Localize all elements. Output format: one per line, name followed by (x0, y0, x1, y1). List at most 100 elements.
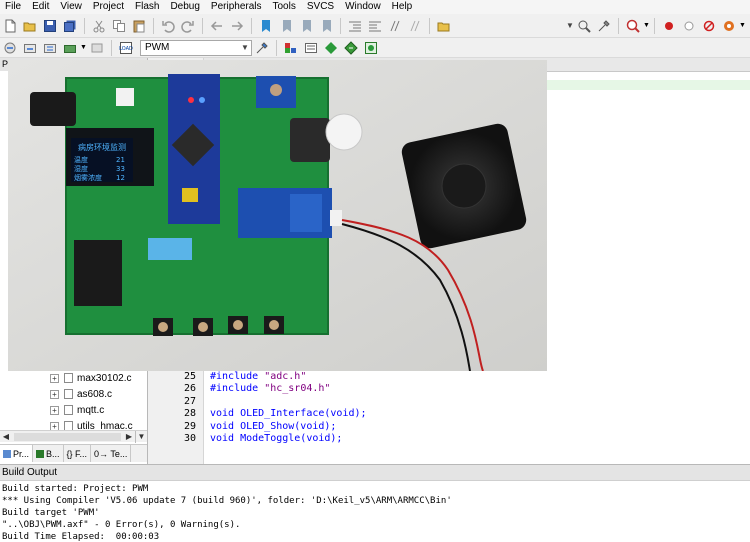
build-icon[interactable] (22, 40, 38, 56)
stop-build-icon[interactable] (89, 40, 105, 56)
build-output-title: Build Output (0, 465, 750, 481)
tab-templates[interactable]: 0→ Te... (91, 445, 132, 462)
chevron-down-icon[interactable]: ▼ (135, 430, 147, 443)
oled-row-label: 湿度 (74, 164, 88, 173)
menu-bar: File Edit View Project Flash Debug Perip… (0, 0, 750, 14)
menu-tools[interactable]: Tools (272, 1, 296, 12)
include-directive: #include (210, 383, 259, 395)
menu-peripherals[interactable]: Peripherals (210, 1, 262, 12)
toolbar-separator (340, 17, 341, 34)
find-combo-dropdown[interactable]: ▼ (562, 18, 574, 34)
translate-icon[interactable] (2, 40, 18, 56)
expand-icon[interactable]: + (50, 373, 59, 383)
oled-title: 病房环境监测 (78, 142, 126, 152)
tab-books[interactable]: B... (33, 445, 64, 462)
oled-row-value: 33 (116, 165, 125, 173)
menu-flash[interactable]: Flash (134, 1, 160, 12)
disable-breakpoint-icon[interactable] (681, 18, 697, 34)
project-tree: + max30102.c + as608.c + mqtt.c + utils_… (0, 370, 147, 434)
save-all-icon[interactable] (62, 18, 78, 34)
uncomment-icon[interactable] (407, 18, 423, 34)
chevron-down-icon[interactable]: ▼ (80, 44, 87, 51)
expand-icon[interactable]: + (50, 405, 59, 415)
undo-icon[interactable] (160, 18, 176, 34)
prev-bookmark-icon[interactable] (278, 18, 294, 34)
open-folder-icon[interactable] (22, 18, 38, 34)
menu-svcs[interactable]: SVCS (306, 1, 335, 12)
scrollbar-thumb[interactable] (14, 432, 121, 441)
nav-forward-icon[interactable] (229, 18, 245, 34)
target-select[interactable]: PWM ▼ (139, 39, 252, 56)
save-icon[interactable] (42, 18, 58, 34)
new-file-icon[interactable] (2, 18, 18, 34)
next-bookmark-icon[interactable] (298, 18, 314, 34)
debug-zoom-icon[interactable] (625, 18, 641, 34)
rebuild-icon[interactable] (42, 40, 58, 56)
nav-back-icon[interactable] (209, 18, 225, 34)
copy-icon[interactable] (111, 18, 127, 34)
comment-icon[interactable] (387, 18, 403, 34)
batch-build-icon[interactable] (62, 40, 78, 56)
oled-row-value: 12 (116, 174, 125, 182)
manage-project-items-icon[interactable] (283, 40, 299, 56)
indent-icon[interactable] (347, 18, 363, 34)
toolbar-separator (251, 17, 252, 34)
pack-installer-icon[interactable] (323, 40, 339, 56)
configure-icon[interactable] (721, 18, 737, 34)
menu-view[interactable]: View (60, 1, 82, 12)
code-text: void OLED_Show(void); (210, 420, 337, 432)
menu-debug[interactable]: Debug (170, 1, 200, 12)
scroll-right-icon[interactable]: ▶ (125, 431, 133, 441)
menu-file[interactable]: File (5, 1, 22, 12)
menu-project[interactable]: Project (92, 1, 124, 12)
project-icon (3, 449, 11, 458)
code-text: void OLED_Interface(void); (210, 408, 367, 420)
redo-icon[interactable] (180, 18, 196, 34)
menu-help[interactable]: Help (391, 1, 413, 12)
toolbar-separator (429, 17, 430, 34)
menu-edit[interactable]: Edit (32, 1, 50, 12)
line-number: 28 (183, 408, 196, 420)
incremental-find-icon[interactable] (596, 18, 612, 34)
tab-project[interactable]: Pr... (0, 445, 34, 462)
scroll-left-icon[interactable]: ◀ (2, 431, 10, 441)
oled-row-label: 温度 (74, 155, 88, 164)
chevron-down-icon[interactable]: ▼ (643, 22, 650, 29)
dht11-sensor (148, 238, 192, 260)
find-icon[interactable] (576, 18, 592, 34)
include-path: "adc.h" (264, 371, 307, 382)
breakpoint-icon[interactable] (661, 18, 677, 34)
cut-icon[interactable] (91, 18, 107, 34)
include-path: "hc_sr04.h" (264, 383, 331, 395)
code-text: void ModeToggle(void); (210, 432, 343, 444)
paste-icon[interactable] (131, 18, 147, 34)
include-directive: #include (210, 371, 259, 382)
tree-item-file[interactable]: + mqtt.c (0, 402, 147, 418)
bookmark-icon[interactable] (258, 18, 274, 34)
clear-bookmarks-icon[interactable] (318, 18, 334, 34)
wifi-module (74, 240, 122, 306)
expand-icon[interactable]: + (50, 389, 59, 399)
find-in-files-icon[interactable] (436, 18, 452, 34)
build-log-line: "..\OBJ\PWM.axf" - 0 Error(s), 0 Warning… (2, 520, 241, 530)
toolbar-separator (653, 17, 655, 34)
tree-item-file[interactable]: + as608.c (0, 386, 147, 402)
download-load-icon[interactable]: LOAD (118, 40, 134, 56)
tree-item-label: as608.c (77, 388, 113, 400)
code-text (200, 396, 210, 408)
toolbar-separator (110, 39, 112, 56)
tree-item-file[interactable]: + max30102.c (0, 370, 147, 386)
oled-row-value: 21 (116, 156, 125, 164)
chevron-down-icon[interactable]: ▼ (738, 22, 746, 29)
manage-components-icon[interactable] (343, 40, 359, 56)
select-packs-icon[interactable] (303, 40, 319, 56)
oled-row-label: 烟雾浓度 (74, 173, 102, 182)
kill-breakpoints-icon[interactable] (701, 18, 717, 34)
target-options-icon[interactable] (254, 40, 270, 56)
event-recorder-icon[interactable] (363, 40, 379, 56)
menu-window[interactable]: Window (345, 1, 381, 12)
project-panel-scrollbar[interactable]: ◀ ▶ ▼ (0, 430, 147, 443)
tab-functions[interactable]: {} F... (64, 445, 92, 462)
code-lines: 25 #include "adc.h" 26 #include "hc_sr04… (148, 371, 750, 445)
unindent-icon[interactable] (367, 18, 383, 34)
